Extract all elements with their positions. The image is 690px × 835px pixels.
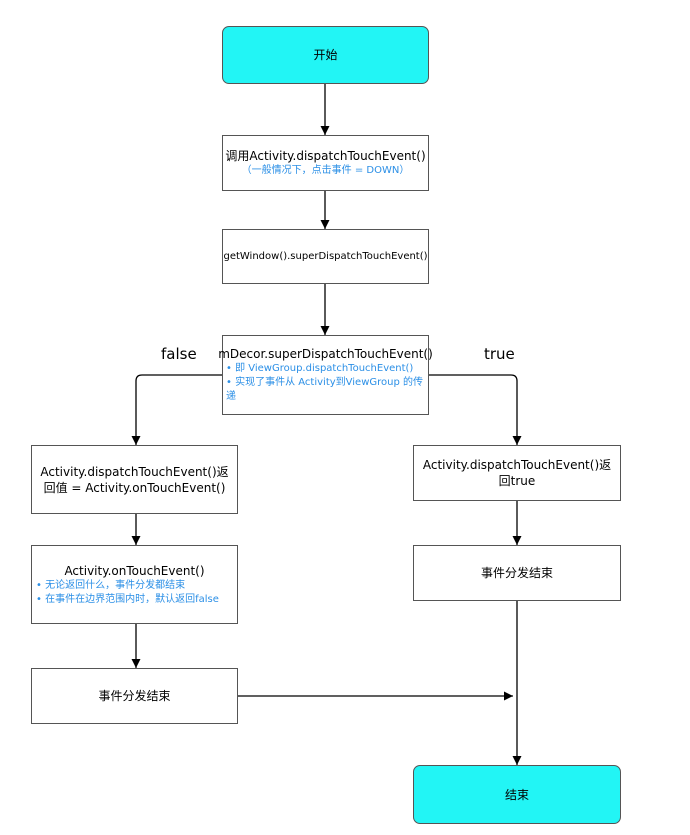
event-end-right-node: 事件分发结束 xyxy=(413,545,621,601)
on-touch-event-note-1: • 无论返回什么，事件分发都结束 xyxy=(36,579,186,591)
return-on-touch-label: Activity.dispatchTouchEvent()返回值 = Activ… xyxy=(40,464,229,495)
end-node: 结束 xyxy=(413,765,621,824)
edge-label-true: true xyxy=(484,345,515,363)
on-touch-event-node: Activity.onTouchEvent() • 无论返回什么，事件分发都结束… xyxy=(31,545,238,624)
on-touch-event-title: Activity.onTouchEvent() xyxy=(64,563,205,578)
event-end-left-node: 事件分发结束 xyxy=(31,668,238,724)
call-activity-node: 调用Activity.dispatchTouchEvent() （一般情况下，点… xyxy=(222,135,429,191)
arrow-false-branch xyxy=(131,374,222,445)
return-on-touch-node: Activity.dispatchTouchEvent()返回值 = Activ… xyxy=(31,445,238,514)
mdecor-note-1: • 即 ViewGroup.dispatchTouchEvent() xyxy=(226,363,414,374)
mdecor-title: mDecor.superDispatchTouchEvent() xyxy=(218,347,433,361)
return-true-node: Activity.dispatchTouchEvent()返回true xyxy=(413,445,621,501)
get-window-label: getWindow().superDispatchTouchEvent() xyxy=(223,250,428,262)
call-activity-note: （一般情况下，点击事件 = DOWN） xyxy=(241,165,410,176)
start-node: 开始 xyxy=(222,26,429,84)
mdecor-node: mDecor.superDispatchTouchEvent() • 即 Vie… xyxy=(218,335,433,415)
call-activity-title: 调用Activity.dispatchTouchEvent() xyxy=(225,149,426,163)
on-touch-event-note-2: • 在事件在边界范围内时，默认返回false xyxy=(36,593,219,605)
mdecor-note-2: • 实现了事件从 Activity到ViewGroup 的传递 xyxy=(226,377,424,402)
edge-label-false: false xyxy=(161,345,197,363)
arrow-true-branch xyxy=(429,374,522,445)
event-end-right-label: 事件分发结束 xyxy=(480,566,553,580)
return-true-label: Activity.dispatchTouchEvent()返回true xyxy=(422,458,612,488)
start-label: 开始 xyxy=(313,48,338,62)
event-end-left-label: 事件分发结束 xyxy=(98,689,171,703)
get-window-node: getWindow().superDispatchTouchEvent() xyxy=(222,229,429,284)
end-label: 结束 xyxy=(504,787,529,802)
